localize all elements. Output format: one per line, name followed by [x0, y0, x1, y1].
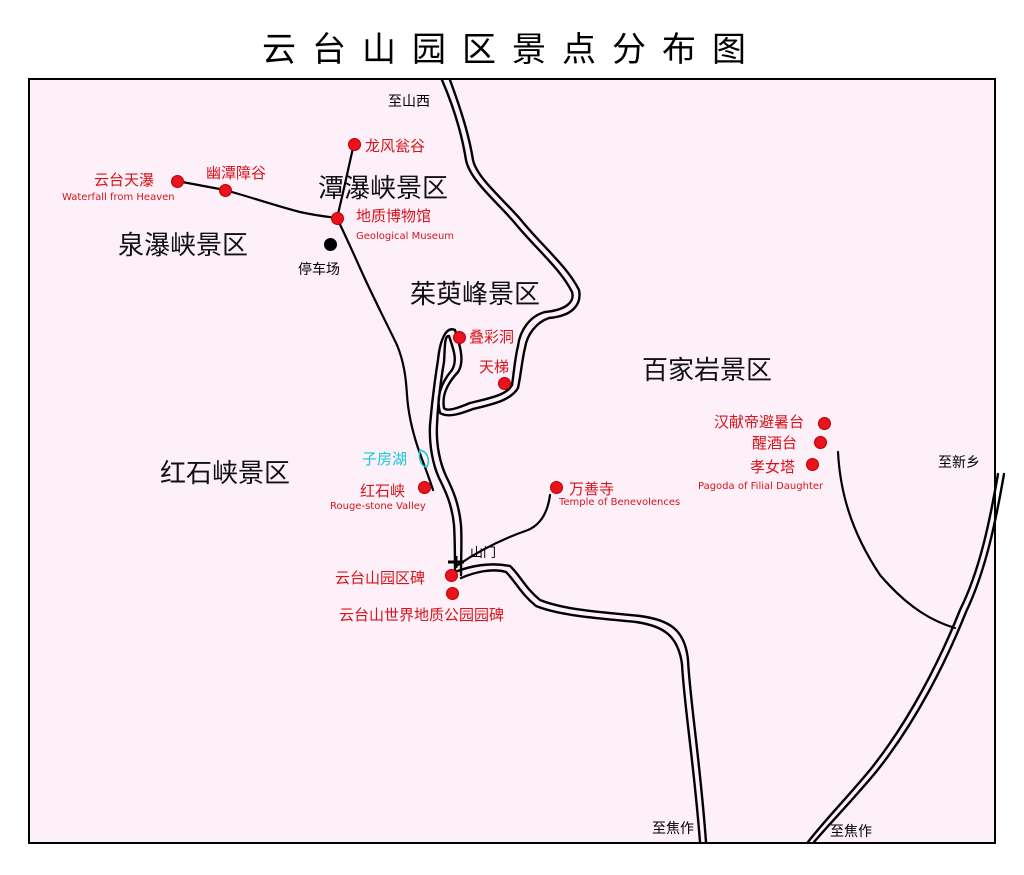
spot-label-hanxian: 汉献帝避暑台 — [714, 413, 805, 431]
spot-marker-xiaonv[interactable] — [806, 458, 819, 471]
area-quanpu: 泉瀑峡景区 — [118, 231, 249, 261]
lake-outline — [418, 449, 430, 468]
destination-jiaozuo-1: 至焦作 — [652, 821, 694, 837]
spot-marker-hongshixia[interactable] — [418, 481, 431, 494]
temple-road — [456, 493, 552, 567]
spot-en-hongshixia: Rouge-stone Valley — [330, 501, 426, 512]
spot-label-hongshixia: 红石峡 — [360, 482, 406, 500]
spot-en-xiaonv: Pagoda of Filial Daughter — [698, 481, 824, 492]
spot-label-youtan: 幽潭障谷 — [206, 164, 267, 182]
spot-label-tianti: 天梯 — [479, 358, 510, 376]
map-title: 云台山园区景点分布图 — [262, 30, 762, 70]
spot-label-xiaonv: 孝女塔 — [750, 458, 796, 476]
south-road — [453, 563, 708, 844]
spot-label-parking: 停车场 — [298, 262, 340, 278]
east-trail — [836, 450, 957, 630]
spot-marker-longfeng[interactable] — [348, 138, 361, 151]
spot-marker-geopark-stele[interactable] — [446, 587, 459, 600]
spot-label-geopark-stele: 云台山世界地质公园园碑 — [339, 606, 505, 624]
spot-label-wanshan: 万善寺 — [569, 480, 615, 498]
spot-en-yuntai-fall: Waterfall from Heaven — [62, 192, 175, 203]
gate-label: 山门 — [470, 546, 497, 561]
lake-label: 子房湖 — [362, 450, 408, 468]
gate-marker — [448, 556, 464, 568]
spot-label-museum: 地质博物馆 — [356, 207, 432, 225]
spot-label-xingjiu: 醒酒台 — [752, 434, 798, 452]
area-hongshi: 红石峡景区 — [160, 459, 291, 489]
spot-label-park-stele: 云台山园区碑 — [335, 569, 426, 587]
spot-marker-parking[interactable] — [324, 238, 337, 251]
west-trail — [175, 179, 339, 220]
area-baijia: 百家岩景区 — [642, 356, 773, 386]
destination-xinxiang: 至新乡 — [938, 455, 980, 471]
destination-shanxi: 至山西 — [388, 94, 430, 110]
spot-marker-yuntai-fall[interactable] — [171, 175, 184, 188]
spot-marker-youtan[interactable] — [219, 184, 232, 197]
spot-label-diecai: 叠彩洞 — [469, 328, 515, 346]
spot-marker-diecai[interactable] — [453, 331, 466, 344]
spot-marker-tianti[interactable] — [498, 377, 511, 390]
main-road — [428, 78, 581, 577]
destination-jiaozuo-2: 至焦作 — [830, 824, 872, 840]
area-tanpu: 潭瀑峡景区 — [318, 174, 449, 204]
spot-en-museum: Geological Museum — [356, 231, 455, 242]
map-frame — [28, 78, 996, 844]
spot-marker-xingjiu[interactable] — [814, 436, 827, 449]
spot-label-yuntai-fall: 云台天瀑 — [94, 171, 155, 189]
spot-marker-park-stele[interactable] — [445, 569, 458, 582]
spot-marker-museum[interactable] — [331, 212, 344, 225]
spot-en-wanshan: Temple of Benevolences — [559, 497, 681, 508]
spot-marker-hanxian[interactable] — [818, 417, 831, 430]
area-zhuyu: 茱萸峰景区 — [410, 280, 541, 310]
spot-marker-wanshan[interactable] — [550, 481, 563, 494]
spot-label-longfeng: 龙风瓮谷 — [365, 137, 426, 155]
east-highway — [806, 472, 1006, 844]
west-road — [335, 216, 435, 492]
